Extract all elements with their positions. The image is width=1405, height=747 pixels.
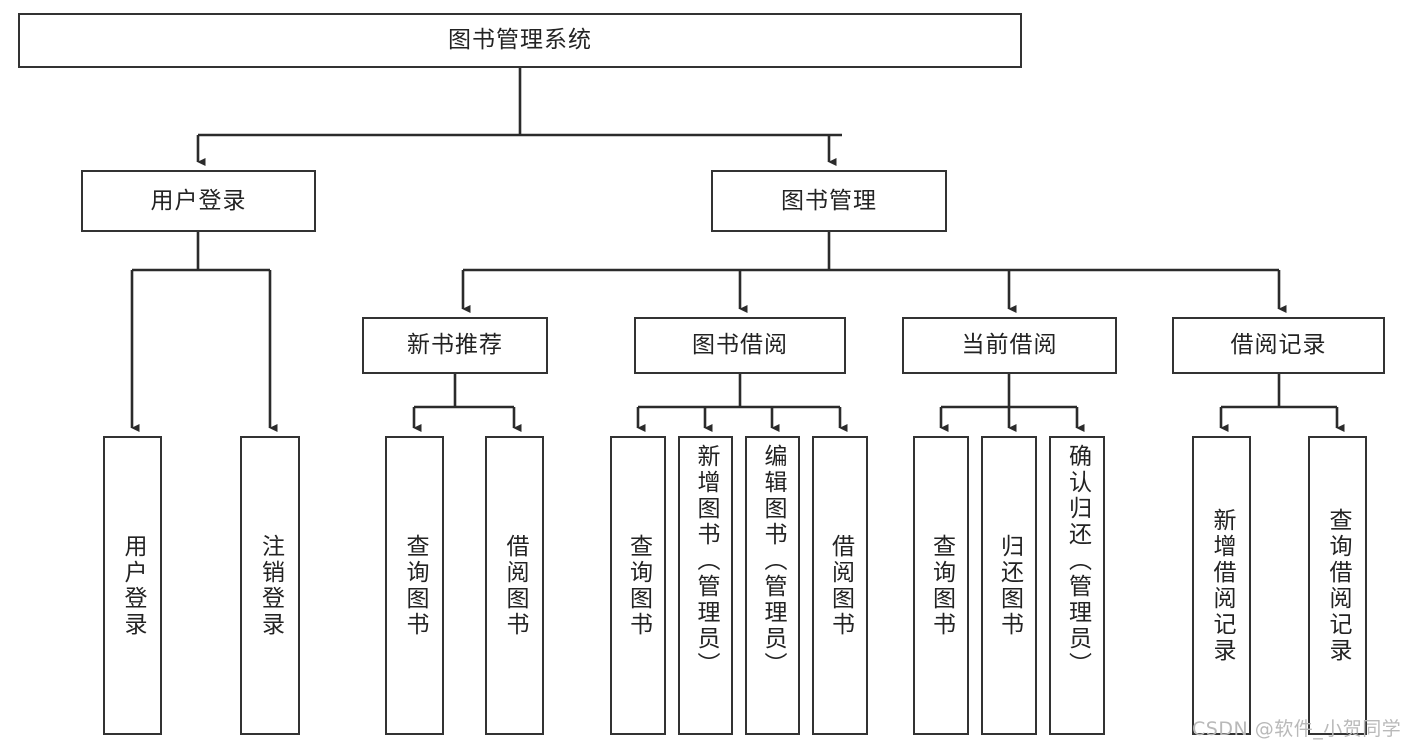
node-leaf-borrow-book-rec[interactable]: 借阅图书	[485, 436, 544, 735]
node-leaf-confirm-return-label: 确认归还（管理员）	[1064, 444, 1091, 678]
node-leaf-borrow-book-label: 借阅图书	[827, 533, 854, 638]
node-leaf-query-book-rec-label: 查询图书	[402, 533, 428, 638]
node-leaf-confirm-return[interactable]: 确认归还（管理员）	[1049, 436, 1105, 735]
node-leaf-edit-book[interactable]: 编辑图书（管理员）	[745, 436, 800, 735]
node-leaf-borrow-book-rec-label: 借阅图书	[502, 533, 528, 638]
node-book-manage[interactable]: 图书管理	[711, 170, 947, 232]
node-leaf-add-record[interactable]: 新增借阅记录	[1192, 436, 1251, 735]
node-leaf-user-login[interactable]: 用户登录	[103, 436, 162, 735]
node-leaf-add-book[interactable]: 新增图书（管理员）	[678, 436, 733, 735]
node-leaf-query-book-cur[interactable]: 查询图书	[913, 436, 969, 735]
node-leaf-user-login-label: 用户登录	[120, 533, 146, 638]
node-leaf-query-book-borrow-label: 查询图书	[625, 533, 652, 638]
node-book-borrow[interactable]: 图书借阅	[634, 317, 846, 374]
node-leaf-borrow-book[interactable]: 借阅图书	[812, 436, 868, 735]
node-user-login-label: 用户登录	[150, 187, 247, 214]
node-root[interactable]: 图书管理系统	[18, 13, 1022, 68]
node-borrow-record[interactable]: 借阅记录	[1172, 317, 1385, 374]
node-leaf-return-book-label: 归还图书	[996, 533, 1023, 638]
node-borrow-record-label: 借阅记录	[1230, 332, 1327, 359]
node-leaf-query-record-label: 查询借阅记录	[1325, 507, 1351, 664]
node-user-login[interactable]: 用户登录	[81, 170, 316, 232]
node-leaf-logout[interactable]: 注销登录	[240, 436, 300, 735]
node-current-borrow-label: 当前借阅	[961, 332, 1058, 359]
node-leaf-query-book-borrow[interactable]: 查询图书	[610, 436, 666, 735]
watermark-text: CSDN @软件_小贺同学	[1192, 718, 1402, 740]
node-leaf-query-book-rec[interactable]: 查询图书	[385, 436, 444, 735]
node-new-book-rec[interactable]: 新书推荐	[362, 317, 548, 374]
node-book-borrow-label: 图书借阅	[692, 332, 788, 359]
node-current-borrow[interactable]: 当前借阅	[902, 317, 1117, 374]
node-book-manage-label: 图书管理	[781, 187, 877, 214]
node-leaf-logout-label: 注销登录	[257, 533, 284, 638]
node-leaf-return-book[interactable]: 归还图书	[981, 436, 1037, 735]
node-leaf-add-record-label: 新增借阅记录	[1209, 507, 1235, 664]
node-leaf-add-book-label: 新增图书（管理员）	[693, 444, 719, 678]
node-leaf-edit-book-label: 编辑图书（管理员）	[760, 444, 786, 678]
node-leaf-query-book-cur-label: 查询图书	[928, 533, 955, 638]
node-root-label: 图书管理系统	[448, 27, 592, 54]
node-leaf-query-record[interactable]: 查询借阅记录	[1308, 436, 1367, 735]
node-new-book-rec-label: 新书推荐	[407, 332, 503, 359]
